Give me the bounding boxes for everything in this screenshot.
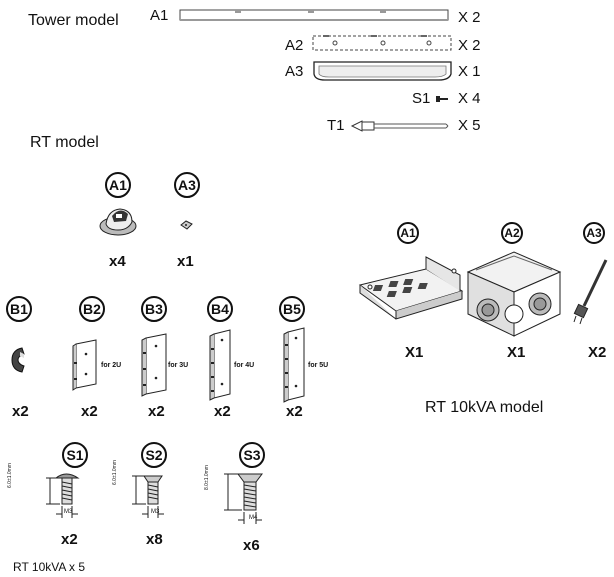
rt-b4-qty: x2 — [214, 403, 231, 420]
tower-a3-qty: X 1 — [458, 63, 481, 80]
tower-a1-rail — [179, 9, 449, 21]
rt-b4-note: for 4U — [234, 362, 255, 369]
rt-b3-note: for 3U — [168, 362, 189, 369]
tower-a3-cover — [313, 61, 452, 81]
rt-a3-qty: x1 — [177, 253, 194, 270]
rt-a3-badge: A3 — [174, 172, 200, 198]
rt-s2-qty: x8 — [146, 531, 163, 548]
rt10k-a3-qty: X2 — [588, 344, 607, 361]
rt10k-a3-badge: A3 — [583, 222, 605, 244]
tower-a3-code: A3 — [285, 63, 304, 80]
tower-a2-bracket — [312, 35, 452, 51]
rt10k-a1-badge: A1 — [397, 222, 419, 244]
rt-s1-thread: M3 — [64, 509, 73, 515]
rt-b2-qty: x2 — [81, 403, 98, 420]
rt-s3-dim: 8.0±1.0mm — [204, 465, 210, 490]
rt-s3-screw — [224, 473, 263, 524]
rt-s2-dim: 6.0±1.0mm — [112, 460, 118, 485]
rt-s2-screw — [132, 475, 164, 518]
rt-s1-qty: x2 — [61, 531, 78, 548]
rt-b3-bracket — [141, 333, 167, 397]
tower-t1-code: T1 — [327, 117, 345, 134]
rt-b4-badge: B4 — [207, 296, 233, 322]
tower-s1-code: S1 — [412, 90, 431, 107]
rt10k-a1-qty: X1 — [405, 344, 424, 361]
rt-b3-qty: x2 — [148, 403, 165, 420]
tower-title: Tower model — [28, 12, 119, 29]
rt-a3-clip — [180, 220, 193, 230]
tower-t1-tie — [350, 120, 449, 132]
rt-s1-screw — [46, 473, 80, 518]
rt-footer-note: RT 10kVA x 5 — [13, 560, 86, 574]
rt-b5-qty: x2 — [286, 403, 303, 420]
rt-b2-bracket — [72, 339, 97, 391]
rt-b1-part — [11, 347, 25, 373]
rt-s2-thread: M3 — [151, 509, 160, 515]
rt-b5-badge: B5 — [279, 296, 305, 322]
rt10k-a2-qty: X1 — [507, 344, 526, 361]
tower-a2-qty: X 2 — [458, 37, 481, 54]
tower-a2-code: A2 — [285, 37, 304, 54]
rt10k-a2-box — [466, 251, 562, 337]
rt-s3-badge: S3 — [239, 442, 265, 468]
rt-s1-badge: S1 — [62, 442, 88, 468]
rt10k-a1-bracket — [358, 256, 464, 320]
rt-b2-badge: B2 — [79, 296, 105, 322]
rt-b5-bracket — [283, 327, 305, 403]
rt-s3-thread: M4 — [249, 515, 258, 521]
rt10k-title: RT 10kVA model — [425, 399, 544, 416]
tower-a1-qty: X 2 — [458, 9, 481, 26]
rt10k-a3-cable — [573, 259, 608, 325]
rt-b2-note: for 2U — [101, 362, 122, 369]
rt-a1-badge: A1 — [105, 172, 131, 198]
rt-b4-bracket — [209, 329, 231, 401]
tower-s1-screw — [436, 96, 448, 102]
tower-t1-qty: X 5 — [458, 117, 481, 134]
rt10k-a2-badge: A2 — [501, 222, 523, 244]
rt-s1-dim: 6.0±1.0mm — [7, 463, 13, 488]
rt-s2-badge: S2 — [141, 442, 167, 468]
rt-b1-badge: B1 — [6, 296, 32, 322]
rt-a1-foot — [99, 208, 137, 236]
rt-b5-note: for 5U — [308, 362, 329, 369]
rt-b1-qty: x2 — [12, 403, 29, 420]
tower-a1-code: A1 — [150, 7, 169, 24]
rt-title: RT model — [30, 134, 99, 151]
tower-s1-qty: X 4 — [458, 90, 481, 107]
rt-a1-qty: x4 — [109, 253, 126, 270]
rt-s3-qty: x6 — [243, 537, 260, 554]
rt-b3-badge: B3 — [141, 296, 167, 322]
